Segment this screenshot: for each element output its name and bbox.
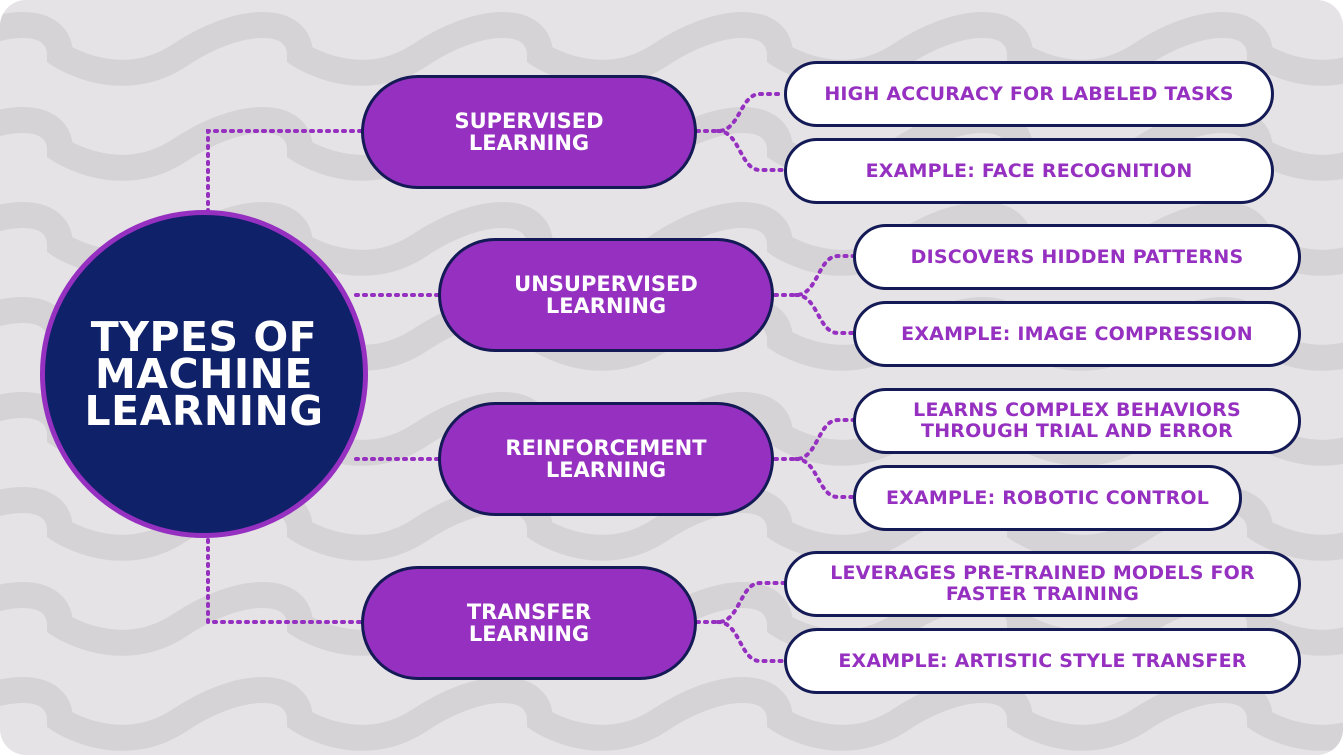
leaf-text-line: THROUGH TRIAL AND ERROR — [921, 420, 1233, 442]
center-title-line: MACHINE — [94, 349, 313, 398]
leaf-text-line: LEVERAGES PRE-TRAINED MODELS FOR — [830, 562, 1255, 584]
center-title-line: TYPES OF — [90, 312, 318, 361]
leaf-transfer-benefit: LEVERAGES PRE-TRAINED MODELS FOR FASTER … — [784, 551, 1301, 617]
leaf-text-line: EXAMPLE: ROBOTIC CONTROL — [885, 486, 1210, 509]
connector-transfer-to-leaves — [695, 581, 786, 663]
leaf-text-line: DISCOVERS HIDDEN PATTERNS — [910, 245, 1244, 268]
background-wave — [0, 12, 1343, 86]
leaf-supervised-benefit: HIGH ACCURACY FOR LABELED TASKS — [784, 61, 1274, 127]
connector-reinforcement-to-leaves — [773, 418, 855, 499]
leaf-text-line: EXAMPLE: IMAGE COMPRESSION — [901, 322, 1253, 345]
leaf-reinforcement-example: EXAMPLE: ROBOTIC CONTROL — [853, 465, 1242, 531]
branch-title-line: SUPERVISED — [454, 109, 604, 133]
leaf-supervised-example: EXAMPLE: FACE RECOGNITION — [784, 138, 1274, 204]
branch-title-line: REINFORCEMENT — [505, 436, 707, 460]
connector-supervised-to-leaves — [695, 92, 786, 172]
leaf-reinforcement-benefit: LEARNS COMPLEX BEHAVIORS THROUGH TRIAL A… — [853, 388, 1301, 454]
branch-title-line: LEARNING — [468, 622, 590, 646]
background-wave — [0, 107, 1343, 181]
leaf-text-line: EXAMPLE: FACE RECOGNITION — [865, 159, 1193, 182]
branch-title-line: LEARNING — [545, 458, 667, 482]
leaf-text-line: LEARNS COMPLEX BEHAVIORS — [913, 399, 1241, 421]
background-wave — [0, 582, 1343, 656]
leaf-unsupervised-benefit: DISCOVERS HIDDEN PATTERNS — [853, 224, 1301, 290]
center-node: TYPES OF MACHINE LEARNING — [40, 210, 368, 538]
branch-reinforcement-learning: REINFORCEMENT LEARNING — [438, 402, 774, 516]
leaf-text-line: HIGH ACCURACY FOR LABELED TASKS — [824, 82, 1234, 105]
leaf-text-line: EXAMPLE: ARTISTIC STYLE TRANSFER — [838, 649, 1247, 672]
branch-supervised-learning: SUPERVISED LEARNING — [361, 75, 697, 189]
leaf-text-line: FASTER TRAINING — [945, 583, 1140, 605]
branch-title-line: UNSUPERVISED — [514, 272, 698, 296]
branch-transfer-learning: TRANSFER LEARNING — [361, 566, 697, 680]
branch-unsupervised-learning: UNSUPERVISED LEARNING — [438, 238, 774, 352]
connector-center-to-transfer — [206, 538, 363, 624]
branch-title-line: LEARNING — [545, 294, 667, 318]
branch-title-line: LEARNING — [468, 131, 590, 155]
leaf-transfer-example: EXAMPLE: ARTISTIC STYLE TRANSFER — [784, 628, 1301, 694]
connector-unsupervised-to-leaves — [773, 254, 855, 335]
branch-title-line: TRANSFER — [466, 600, 592, 624]
center-title-line: LEARNING — [84, 386, 324, 435]
background-wave — [0, 677, 1343, 751]
connector-center-to-supervised — [206, 129, 363, 214]
leaf-unsupervised-example: EXAMPLE: IMAGE COMPRESSION — [853, 301, 1301, 367]
